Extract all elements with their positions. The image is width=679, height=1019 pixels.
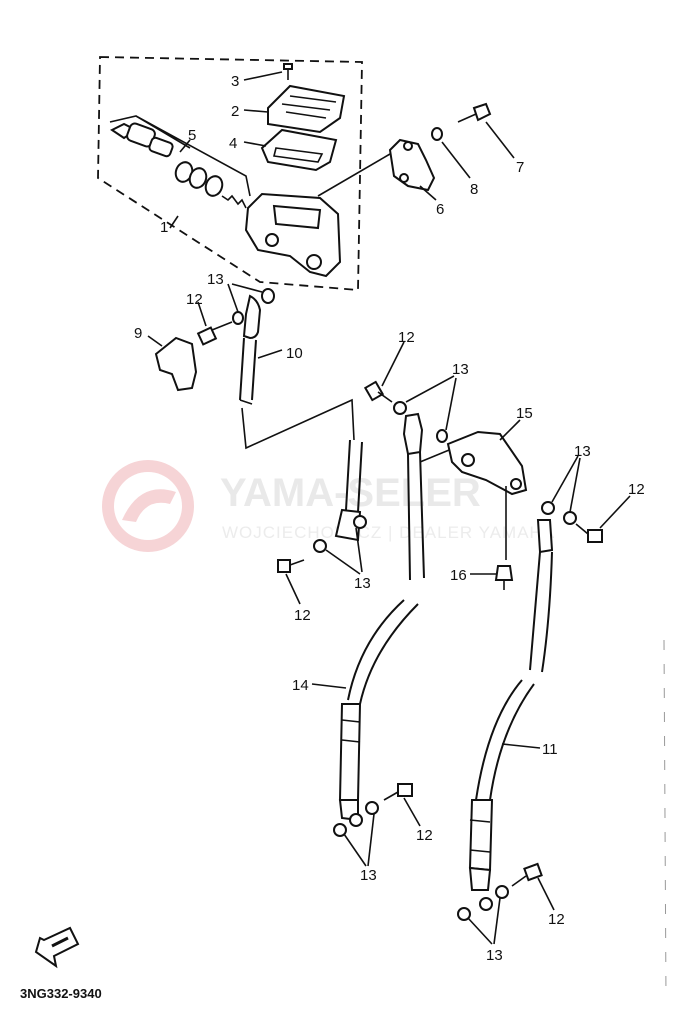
callout-6: 6 — [436, 201, 444, 218]
screw — [283, 63, 293, 80]
brake-hose-left — [338, 599, 419, 822]
callout-3: 3 — [231, 73, 239, 90]
scan-edge — [663, 639, 667, 1001]
piston-kit — [109, 115, 251, 209]
callout-leaders — [147, 71, 631, 945]
callout-12f: 12 — [548, 911, 565, 928]
diagram-code: 3NG332-9340 — [20, 986, 102, 1001]
watermark: YAMA-SELER WOJCIECHOWICZ | DEALER YAMAHA — [102, 460, 555, 552]
leader-line — [169, 215, 179, 229]
union-bolt — [383, 783, 413, 801]
copper-washer — [479, 897, 493, 911]
brake-joint — [446, 430, 528, 496]
holder — [388, 138, 436, 192]
copper-washer — [353, 515, 367, 529]
callout-11: 11 — [542, 741, 558, 758]
callout-12d: 12 — [294, 607, 311, 624]
washer — [431, 127, 443, 141]
copper-washer — [393, 401, 407, 415]
copper-washer — [541, 501, 555, 515]
front-direction-icon — [34, 926, 80, 969]
union-bolt — [196, 321, 233, 346]
callout-13f: 13 — [486, 947, 503, 964]
callout-14: 14 — [292, 677, 309, 694]
assembly-boundary — [97, 56, 363, 291]
union-bolt — [277, 559, 305, 573]
callout-4: 4 — [229, 135, 237, 152]
union-bolt — [511, 862, 543, 887]
boot-cover — [154, 336, 198, 392]
diaphragm — [260, 128, 338, 172]
callout-13a: 13 — [207, 271, 224, 288]
callout-10: 10 — [286, 345, 303, 362]
callout-9: 9 — [134, 325, 142, 342]
copper-washer — [261, 288, 275, 304]
copper-washer — [333, 823, 347, 837]
callout-13d: 13 — [354, 575, 371, 592]
brake-hose-mid-right — [402, 412, 425, 581]
callout-16: 16 — [450, 567, 467, 584]
copper-washer — [457, 907, 471, 921]
brake-hose-upper — [239, 294, 262, 405]
brake-hose-right-upper — [529, 519, 554, 673]
callout-labels: 3 2 4 5 1 6 7 8 9 10 13 12 12 13 15 13 1… — [134, 73, 645, 964]
callout-13b: 13 — [452, 361, 469, 378]
callout-12e: 12 — [416, 827, 433, 844]
callout-2: 2 — [231, 103, 239, 120]
bolt — [457, 102, 492, 123]
connection-line — [241, 398, 355, 450]
master-cylinder-body — [244, 192, 342, 278]
callout-13c: 13 — [574, 443, 591, 460]
copper-washer — [232, 311, 244, 325]
copper-washer — [349, 813, 363, 827]
reservoir-cover — [267, 84, 346, 134]
copper-washer — [495, 885, 509, 899]
union-bolt — [575, 523, 603, 543]
copper-washer — [436, 429, 448, 443]
bleed-screw — [494, 565, 514, 590]
callout-12a: 12 — [186, 291, 203, 308]
copper-washer — [313, 539, 327, 553]
callout-12b: 12 — [398, 329, 415, 346]
copper-washer — [563, 511, 577, 525]
brake-hose-mid-left — [334, 439, 363, 542]
brake-hose-right — [468, 679, 535, 891]
callout-15: 15 — [516, 405, 533, 422]
callout-13e: 13 — [360, 867, 377, 884]
callout-5: 5 — [188, 127, 196, 144]
callout-8: 8 — [470, 181, 478, 198]
callout-7: 7 — [516, 159, 524, 176]
union-bolt — [363, 380, 393, 403]
watermark-subtitle: WOJCIECHOWICZ | DEALER YAMAHA — [222, 523, 555, 542]
watermark-title: YAMA-SELER — [220, 471, 481, 515]
copper-washer — [365, 801, 379, 815]
callout-1: 1 — [160, 219, 168, 236]
callout-12c: 12 — [628, 481, 645, 498]
